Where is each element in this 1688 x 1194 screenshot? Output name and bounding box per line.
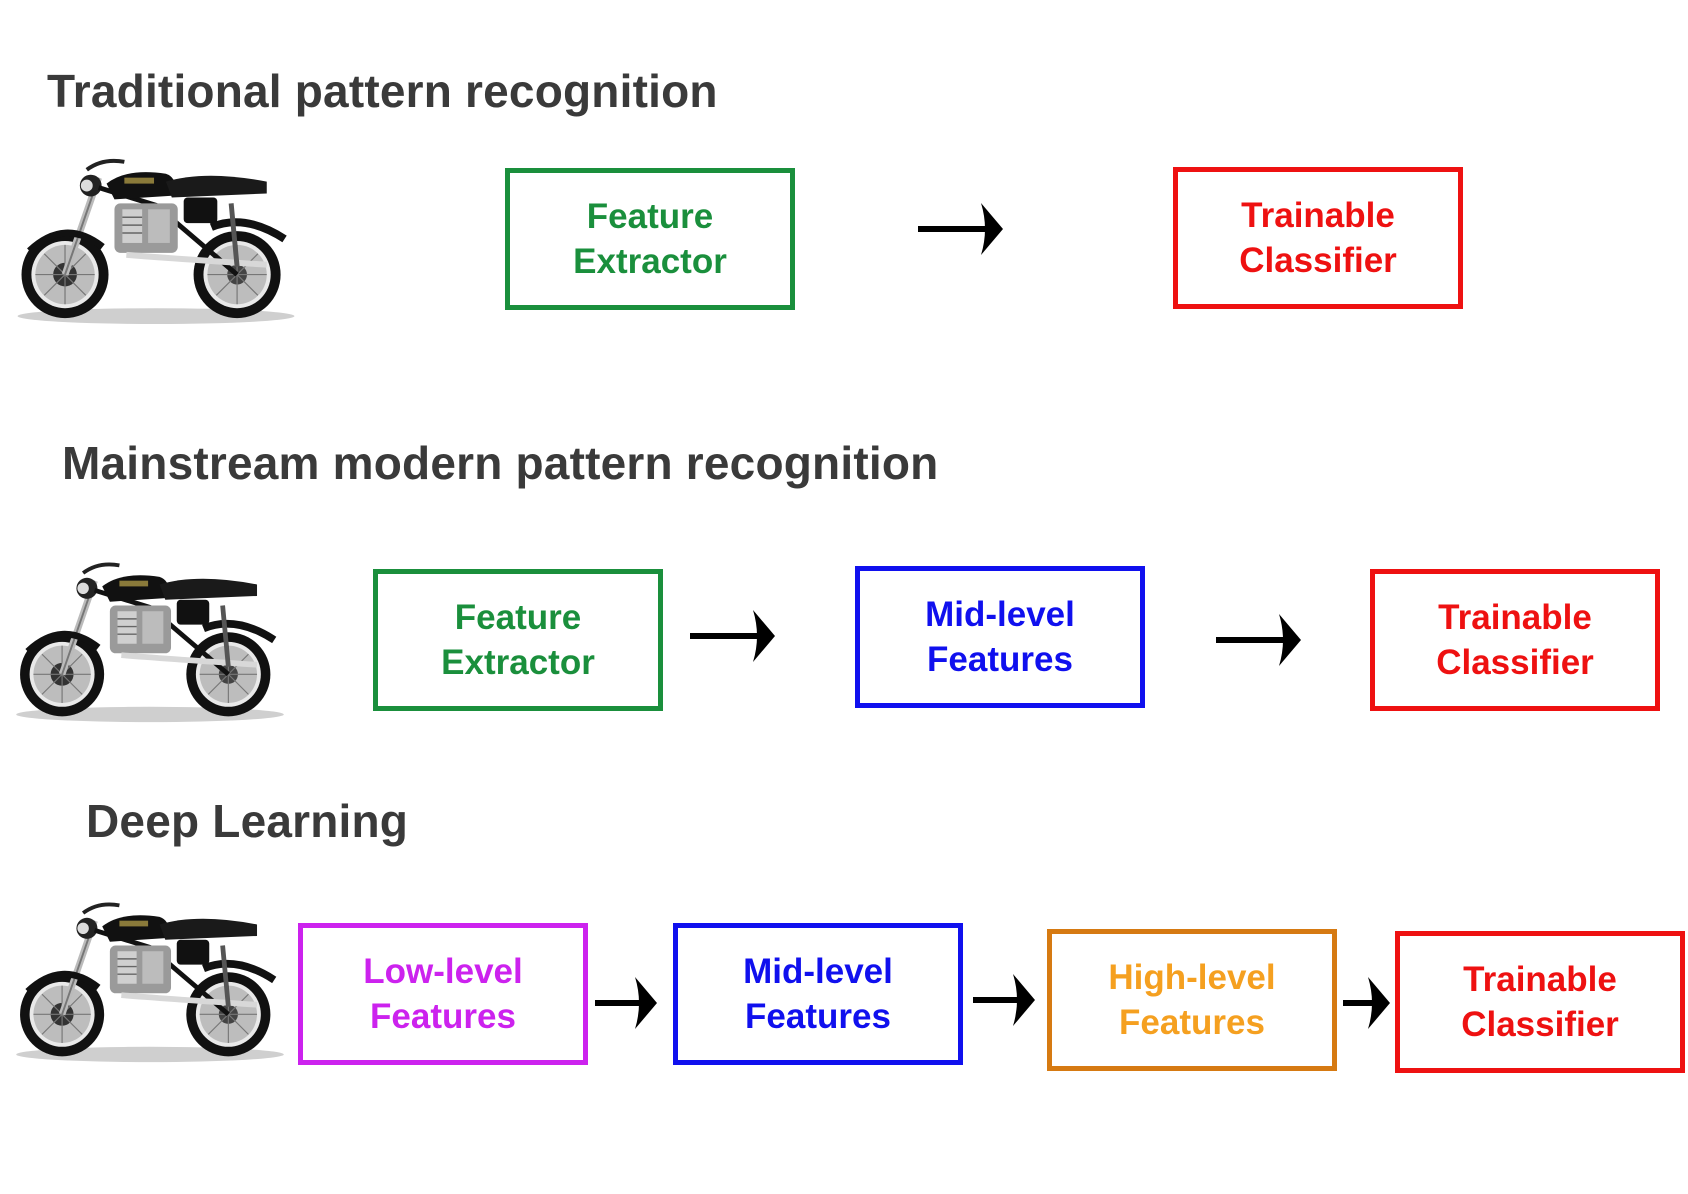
box-label-line1: Feature — [586, 197, 714, 236]
box-label-line2: Extractor — [441, 643, 595, 682]
box-label-line1: High-level — [1108, 958, 1276, 997]
box-label-line2: Classifier — [1436, 643, 1594, 682]
box-label-line1: Trainable — [1463, 960, 1617, 999]
box-label-line1: Mid-level — [925, 595, 1075, 634]
box-label-line1: Mid-level — [743, 952, 893, 991]
box-label-line1: Trainable — [1438, 598, 1592, 637]
right-arrow-icon — [918, 203, 1003, 255]
right-arrow-icon — [1216, 614, 1301, 666]
row-title: Deep Learning — [86, 795, 409, 847]
box-label-line2: Features — [370, 997, 516, 1036]
right-arrow-icon — [1343, 977, 1390, 1029]
box-label-line1: Feature — [454, 598, 582, 637]
box-label-line2: Features — [745, 997, 891, 1036]
box-label-line2: Features — [927, 640, 1073, 679]
box-label-line2: Classifier — [1239, 241, 1397, 280]
box-label-line1: Low-level — [363, 952, 523, 991]
box-label-line2: Extractor — [573, 242, 727, 281]
box-label-line2: Features — [1119, 1003, 1265, 1042]
motorcycle-image — [0, 552, 300, 724]
motorcycle-image — [6, 148, 306, 326]
motorcycle-image — [0, 892, 300, 1064]
row-title: Mainstream modern pattern recognition — [62, 437, 939, 489]
right-arrow-icon — [690, 610, 775, 662]
right-arrow-icon — [973, 974, 1035, 1026]
box-label-line2: Classifier — [1461, 1005, 1619, 1044]
row-title: Traditional pattern recognition — [47, 65, 718, 117]
box-label-line1: Trainable — [1241, 196, 1395, 235]
right-arrow-icon — [595, 977, 657, 1029]
